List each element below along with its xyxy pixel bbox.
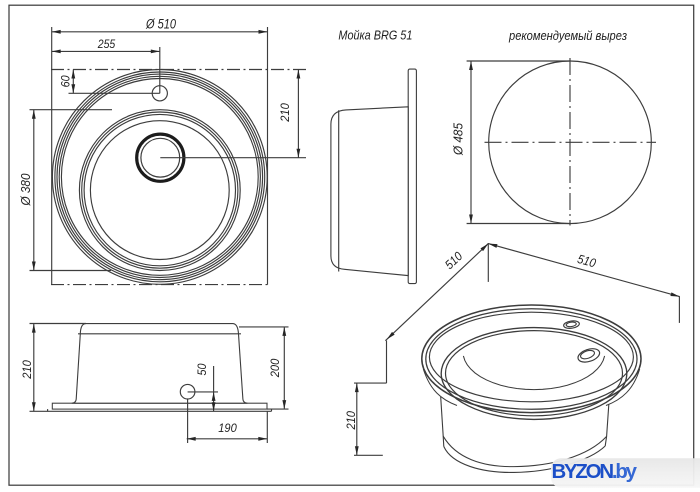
svg-text:210: 210 — [278, 103, 292, 123]
svg-text:210: 210 — [344, 411, 358, 431]
svg-text:Ø 485: Ø 485 — [451, 122, 466, 156]
svg-text:510: 510 — [576, 252, 598, 270]
svg-text:Мойка BRG 51: Мойка BRG 51 — [338, 28, 412, 43]
svg-text:190: 190 — [218, 421, 237, 435]
svg-text:60: 60 — [58, 75, 72, 87]
svg-text:255: 255 — [97, 37, 116, 51]
svg-text:BYZON.by: BYZON.by — [552, 461, 638, 483]
svg-text:210: 210 — [20, 360, 34, 380]
svg-text:Ø 380: Ø 380 — [18, 173, 33, 207]
svg-text:50: 50 — [195, 363, 209, 375]
svg-text:Ø 510: Ø 510 — [145, 17, 176, 32]
svg-text:200: 200 — [268, 359, 282, 379]
svg-text:рекомендуемый вырез: рекомендуемый вырез — [508, 28, 627, 43]
